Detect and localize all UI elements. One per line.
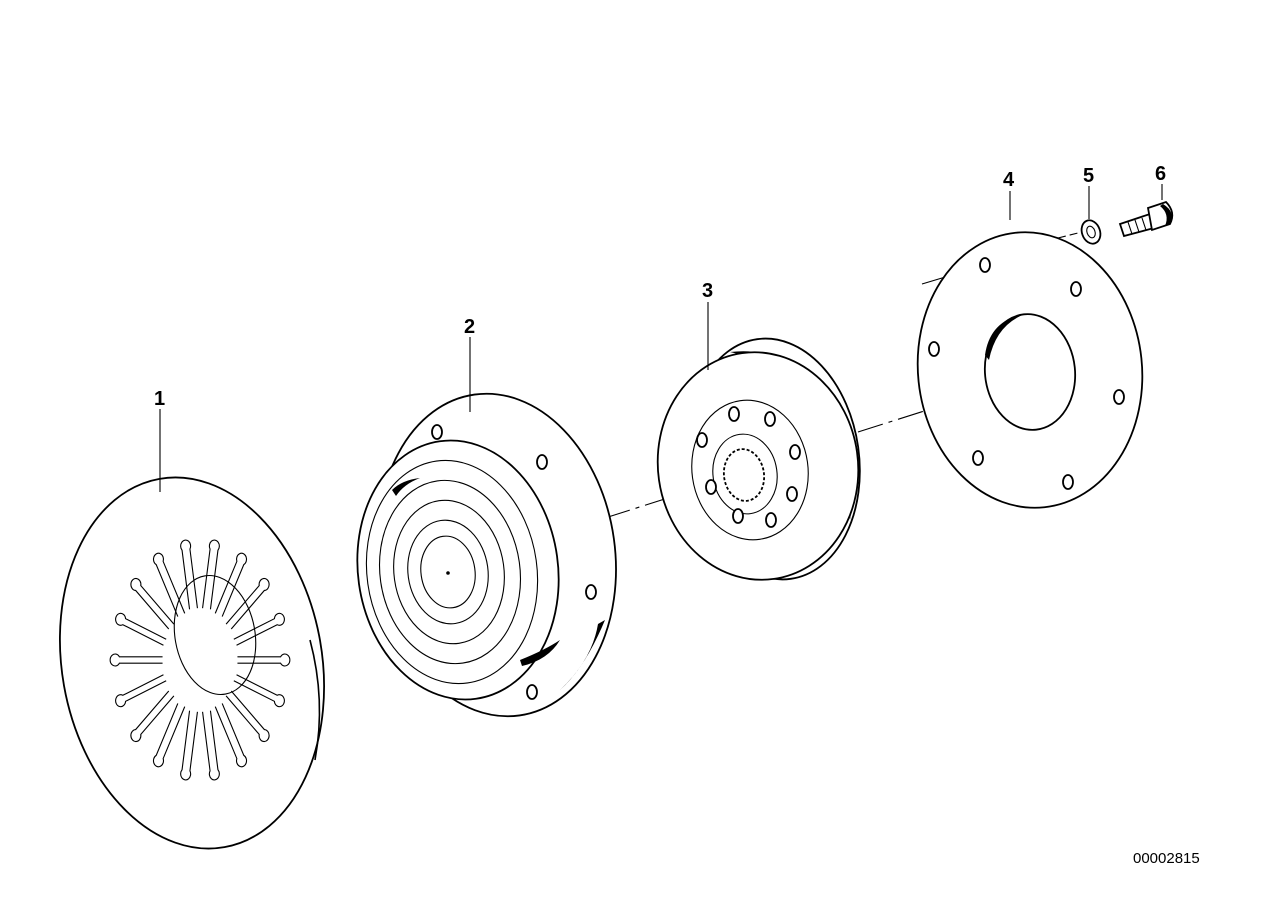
diaphragm-finger bbox=[180, 539, 198, 610]
diaphragm-finger bbox=[130, 577, 175, 630]
leader-lines bbox=[159, 184, 1163, 492]
part-2-clutch-cover bbox=[356, 392, 617, 718]
diaphragm-finger bbox=[225, 577, 270, 630]
diaphragm-finger bbox=[130, 690, 175, 743]
callout-3: 3 bbox=[702, 280, 713, 302]
part-6-bolt bbox=[1118, 200, 1174, 238]
diaphragm-finger bbox=[152, 703, 186, 768]
diaphragm-finger bbox=[202, 539, 220, 610]
callout-5: 5 bbox=[1083, 165, 1094, 187]
callout-2: 2 bbox=[464, 316, 475, 338]
callout-4: 4 bbox=[1003, 169, 1015, 191]
diaphragm-finger bbox=[180, 710, 198, 781]
diaphragm-finger bbox=[214, 552, 248, 617]
part-1-diaphragm-plate bbox=[59, 476, 325, 850]
diaphragm-finger bbox=[115, 612, 167, 646]
diaphragm-finger bbox=[233, 674, 285, 708]
diaphragm-finger bbox=[225, 690, 270, 743]
diaphragm-fingers bbox=[109, 539, 291, 781]
diaphragm-finger bbox=[152, 552, 186, 617]
diaphragm-finger bbox=[237, 653, 291, 667]
callout-1: 1 bbox=[154, 388, 165, 410]
diaphragm-finger bbox=[202, 710, 220, 781]
part-5-washer bbox=[1080, 219, 1102, 245]
diaphragm-finger bbox=[233, 612, 285, 646]
document-number: 00002815 bbox=[1133, 850, 1200, 867]
diaphragm-finger bbox=[115, 674, 167, 708]
diaphragm-finger bbox=[214, 703, 248, 768]
part-3-clutch-disc bbox=[656, 337, 861, 581]
callout-6: 6 bbox=[1155, 163, 1166, 185]
part-4-ring-plate bbox=[916, 231, 1144, 509]
diaphragm-finger bbox=[109, 653, 163, 667]
